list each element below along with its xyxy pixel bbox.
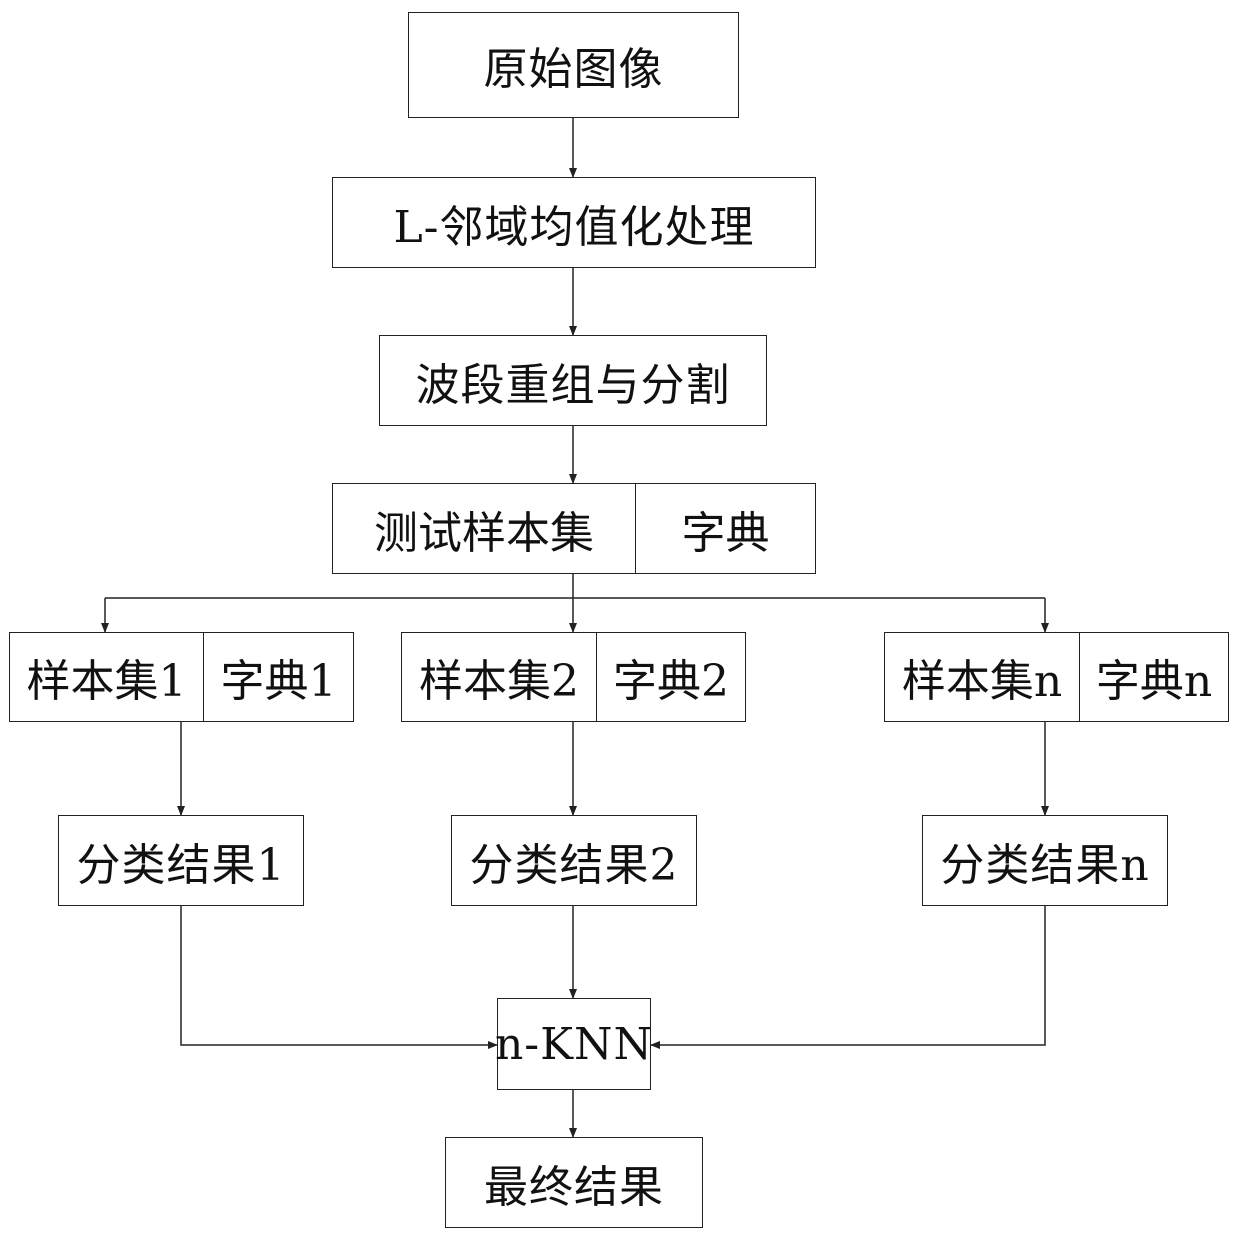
test-sample-set-cell: 测试样本集 [374, 507, 594, 559]
node-band-regroup: 波段重组与分割 [379, 335, 767, 426]
node-final-result: 最终结果 [445, 1137, 703, 1228]
node-result-1: 分类结果1 [58, 815, 304, 906]
node-label: n-KNN [494, 1018, 654, 1070]
node-label: 最终结果 [484, 1161, 664, 1213]
dictionary-cell: 字典n [1079, 633, 1228, 721]
node-group-1: 样本集1 字典1 [9, 632, 354, 722]
node-label: 波段重组与分割 [415, 359, 731, 411]
node-result-2: 分类结果2 [451, 815, 697, 906]
node-original-image: 原始图像 [408, 12, 739, 118]
node-label: L-邻域均值化处理 [393, 201, 755, 253]
dictionary-cell: 字典 [635, 484, 815, 573]
node-n-knn: n-KNN [494, 998, 654, 1090]
node-group-n: 样本集n 字典n [884, 632, 1229, 722]
node-label: 分类结果n [940, 839, 1150, 891]
sample-set-cell: 样本集2 [419, 656, 579, 707]
node-group-2: 样本集2 字典2 [401, 632, 746, 722]
sample-set-cell: 样本集n [901, 656, 1063, 707]
node-test-and-dictionary: 测试样本集 字典 [332, 483, 816, 574]
sample-set-cell: 样本集1 [26, 656, 187, 707]
node-result-n: 分类结果n [922, 815, 1168, 906]
dictionary-cell: 字典1 [203, 633, 353, 721]
arrow-resultn-to-nknn [650, 906, 1046, 1049]
node-label: 分类结果2 [469, 839, 679, 891]
node-l-neighborhood-mean: L-邻域均值化处理 [332, 177, 816, 268]
node-label: 原始图像 [483, 44, 664, 95]
node-label: 分类结果1 [76, 839, 286, 891]
arrow-result1-to-nknn [180, 906, 498, 1049]
dictionary-cell: 字典2 [596, 633, 745, 721]
